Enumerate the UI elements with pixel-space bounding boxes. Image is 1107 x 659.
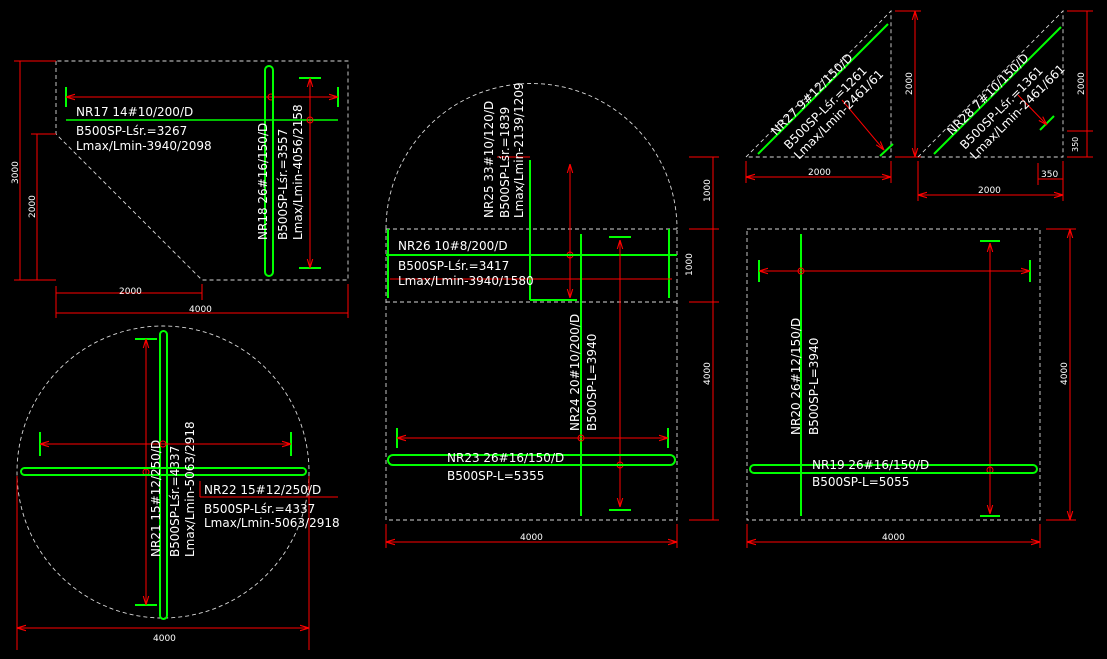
outline <box>16 325 310 619</box>
nr24-rebar-group <box>580 234 631 516</box>
labels: NR25 33#10/120/D B500SP-Lśr.=1839 Lmax/L… <box>398 82 713 543</box>
nr26-line1: B500SP-Lśr.=3417 <box>398 259 509 273</box>
panel-arch-nr23-nr26: NR25 33#10/120/D B500SP-Lśr.=1839 Lmax/L… <box>385 82 719 548</box>
nr24-line1: B500SP-L=3940 <box>585 334 599 431</box>
panel-triangle-nr27: NR27 9#12/150/D B500SP-Lśr.=1261 Lmax/Lm… <box>744 9 921 183</box>
labels: NR28 7#10/150/D B500SP-Lśr.=1361 Lmax/Lm… <box>944 51 1087 196</box>
nr17-line2: Lmax/Lmin-3940/2098 <box>76 139 212 153</box>
dim-v-main: 4000 <box>703 362 713 385</box>
nr26-line2: Lmax/Lmin-3940/1580 <box>398 274 534 288</box>
nr22-line1: B500SP-Lśr.=4337 <box>204 502 315 516</box>
dim-h-small: 350 <box>1041 170 1058 180</box>
outline <box>746 228 1041 521</box>
panel-circle-nr21-nr22: NR21 15#12/250/D B500SP-Lśr.=4337 Lmax/L… <box>16 325 340 650</box>
nr18-bar <box>264 65 274 277</box>
nr17-line1: B500SP-Lśr.=3267 <box>76 124 187 138</box>
dimensions <box>385 156 719 548</box>
outline <box>55 60 349 281</box>
dim-h: 4000 <box>153 634 176 644</box>
dim-v-top: 1000 <box>703 179 713 202</box>
dim-h: 4000 <box>520 533 543 543</box>
nr23-line1: B500SP-L=5355 <box>447 469 544 483</box>
nr27-end-tick <box>879 143 894 157</box>
nr26-rebar-group <box>386 229 677 298</box>
nr18-line1: B500SP-Lśr.=3557 <box>276 129 290 240</box>
nr23-rebar-group <box>387 428 676 466</box>
nr23-title: NR23 26#16/150/D <box>447 451 564 465</box>
dim-v: 2000 <box>1077 72 1087 95</box>
nr21-title: NR21 15#12/250/D <box>149 440 163 557</box>
nr22-marker <box>159 440 167 448</box>
dimensions <box>16 476 310 650</box>
nr19-rebar-group <box>749 260 1038 474</box>
nr27-line2: Lmax/Lmin-2461/61 <box>791 67 886 162</box>
nr26-title: NR26 10#8/200/D <box>398 239 508 253</box>
nr18-marker <box>306 116 314 124</box>
dim-h-total: 4000 <box>189 305 212 315</box>
labels: NR17 14#10/200/D B500SP-Lśr.=3267 Lmax/L… <box>11 104 305 315</box>
dim-v-part: 2000 <box>28 195 38 218</box>
nr20-title: NR20 26#12/150/D <box>789 318 803 435</box>
nr18-title: NR18 26#16/150/D <box>256 123 270 240</box>
nr21-line2: Lmax/Lmin-5063/2918 <box>183 421 197 557</box>
nr22-line2: Lmax/Lmin-5063/2918 <box>204 516 340 530</box>
nr27-distribution-line <box>841 99 884 150</box>
dimensions <box>745 10 921 183</box>
nr22-label-frame <box>199 481 338 498</box>
dim-h: 4000 <box>882 533 905 543</box>
nr17-title: NR17 14#10/200/D <box>76 105 193 119</box>
panel-triangle-nr28: NR28 7#10/150/D B500SP-Lśr.=1361 Lmax/Lm… <box>916 9 1093 201</box>
panel-square-nr19-nr20: NR20 26#12/150/D B500SP-L=3940 NR19 26#1… <box>746 228 1076 548</box>
nr27-bar <box>757 23 889 155</box>
nr19-title: NR19 26#16/150/D <box>812 458 929 472</box>
nr28-distribution-line <box>1017 94 1047 125</box>
dim-h-part: 2000 <box>119 287 142 297</box>
labels: NR27 9#12/150/D B500SP-Lśr.=1261 Lmax/Lm… <box>768 51 915 178</box>
nr19-bar <box>749 464 1038 474</box>
nr22-rebar-group <box>20 432 307 476</box>
nr23-bar <box>387 454 676 466</box>
outline <box>385 83 678 521</box>
nr28-line2: Lmax/Lmin-2461/661 <box>967 62 1067 162</box>
nr28-end-tick <box>1039 115 1055 131</box>
dimensions <box>746 228 1076 548</box>
nr28-bar <box>933 26 1062 155</box>
nr18-rebar-group <box>264 65 321 277</box>
labels: NR21 15#12/250/D B500SP-Lśr.=4337 Lmax/L… <box>149 421 340 644</box>
dim-v-total: 3000 <box>11 161 21 184</box>
nr21-line1: B500SP-Lśr.=4337 <box>168 446 182 557</box>
nr19-line1: B500SP-L=5055 <box>812 475 909 489</box>
nr22-title: NR22 15#12/250/D <box>204 483 321 497</box>
nr25-line2: Lmax/Lmin-2139/1209 <box>512 82 526 218</box>
nr19-marker <box>797 267 805 275</box>
dim-v-small: 350 <box>1071 137 1080 152</box>
dim-h: 2000 <box>808 168 831 178</box>
nr24-title: NR24 20#10/200/D <box>568 314 582 431</box>
dim-v: 2000 <box>905 72 915 95</box>
nr25-line1: B500SP-Lśr.=1839 <box>498 107 512 218</box>
panel-nr17-nr18: NR17 14#10/200/D B500SP-Lśr.=3267 Lmax/L… <box>11 60 349 318</box>
nr20-rebar-group <box>800 234 1000 517</box>
dim-h: 2000 <box>978 186 1001 196</box>
dimensions <box>14 60 349 318</box>
dim-v-mid: 1000 <box>685 253 695 276</box>
labels: NR20 26#12/150/D B500SP-L=3940 NR19 26#1… <box>789 318 1070 543</box>
nr18-line2: Lmax/Lmin-4056/2158 <box>291 104 305 240</box>
dimensions <box>917 10 1093 201</box>
dim-v: 4000 <box>1060 362 1070 385</box>
nr20-line1: B500SP-L=3940 <box>807 338 821 435</box>
nr25-title: NR25 33#10/120/D <box>482 101 496 218</box>
nr22-bar <box>20 467 307 476</box>
nr23-marker <box>577 434 585 442</box>
